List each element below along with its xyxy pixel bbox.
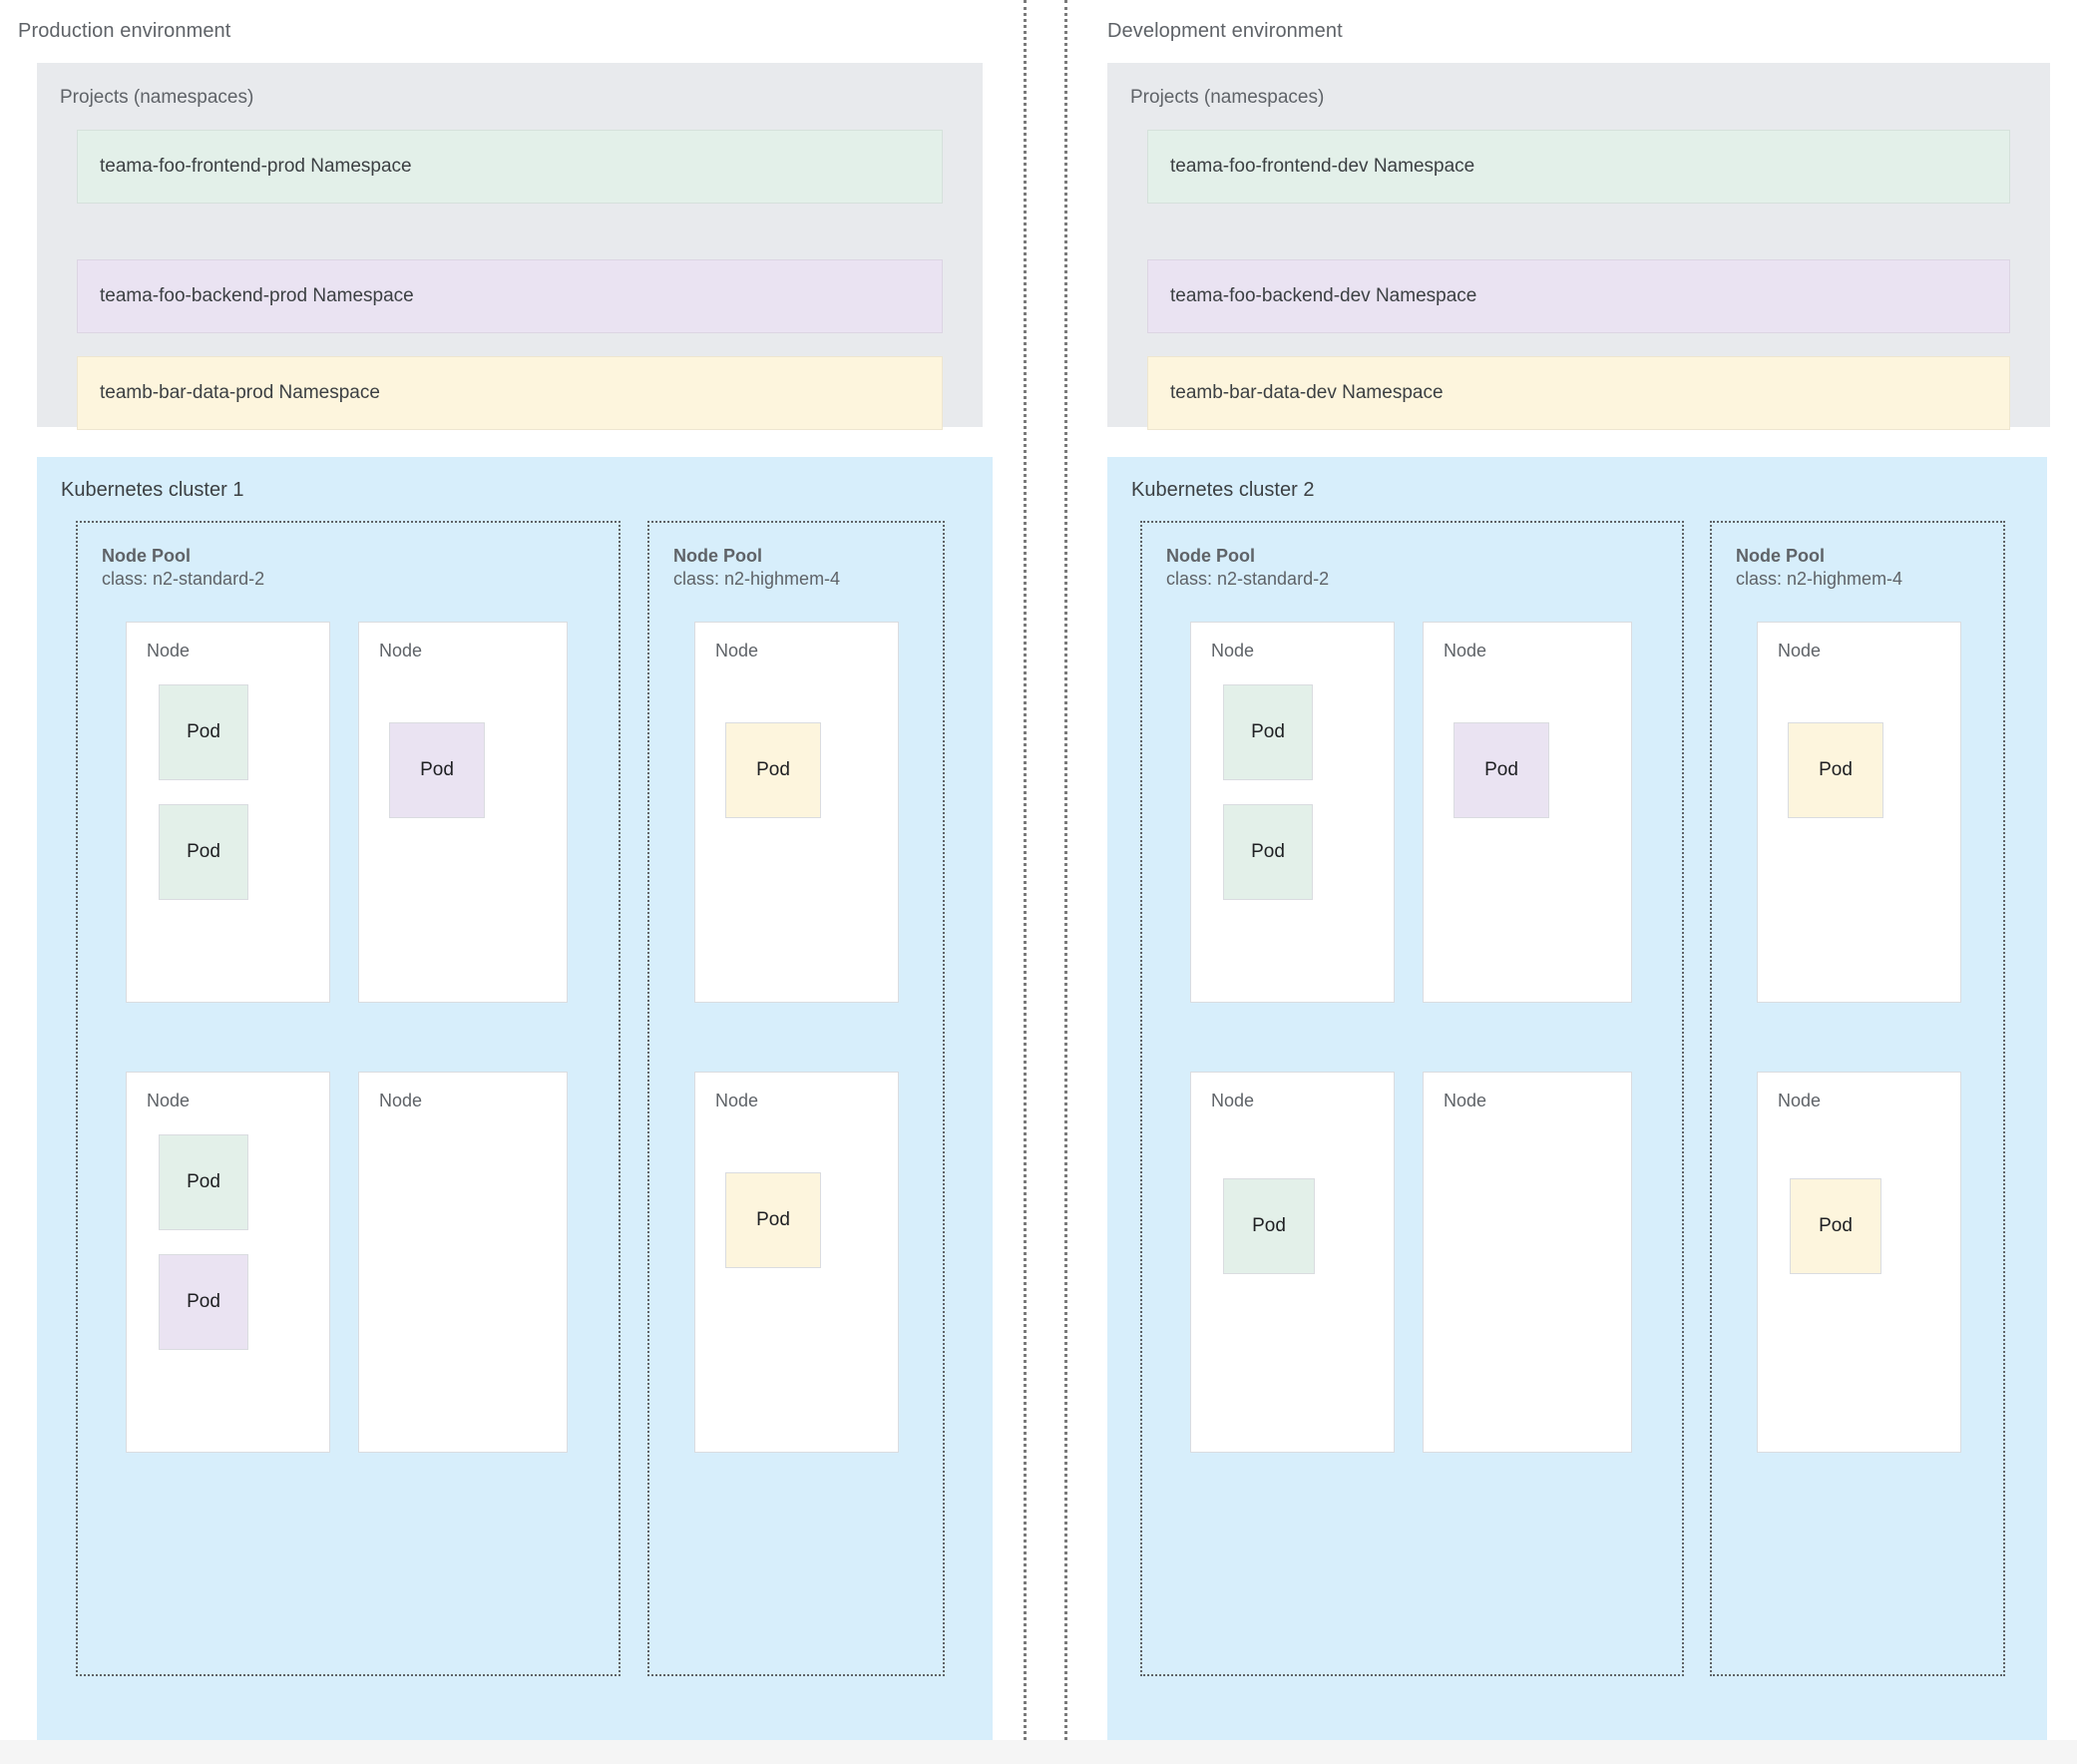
node[interactable]: Node Pod <box>1190 1072 1395 1453</box>
pod[interactable]: Pod <box>389 722 485 818</box>
node[interactable]: Node <box>1423 1072 1632 1453</box>
node[interactable]: Node Pod Pod <box>126 622 330 1003</box>
node-label: Node <box>147 641 191 661</box>
namespace-row[interactable]: teama-foo-backend-prod Namespace <box>77 259 943 333</box>
namespace-label: teamb-bar-data-dev Namespace <box>1170 382 1444 403</box>
projects-namespaces-panel: Projects (namespaces) teama-foo-frontend… <box>1107 63 2050 430</box>
kubernetes-cluster-panel: Kubernetes cluster 2 Node Pool class: n2… <box>1107 457 2047 1741</box>
node[interactable]: Node Pod <box>694 1072 899 1453</box>
pod[interactable]: Pod <box>159 1134 248 1230</box>
node-label: Node <box>715 1091 759 1110</box>
environment-divider-line <box>1024 0 1027 1764</box>
namespace-row[interactable]: teamb-bar-data-dev Namespace <box>1147 356 2010 430</box>
node-pool: Node Pool class: n2-standard-2 Node Pod … <box>76 521 621 1676</box>
node[interactable]: Node Pod Pod <box>126 1072 330 1453</box>
node-label: Node <box>379 1091 423 1110</box>
pod[interactable]: Pod <box>725 722 821 818</box>
projects-namespaces-panel: Projects (namespaces) teama-foo-frontend… <box>37 63 983 430</box>
pod[interactable]: Pod <box>725 1172 821 1268</box>
kubernetes-cluster-panel: Kubernetes cluster 1 Node Pool class: n2… <box>37 457 993 1741</box>
namespace-label: teamb-bar-data-prod Namespace <box>100 382 380 403</box>
node-pool-title: Node Pool <box>1166 546 1255 566</box>
node[interactable]: Node Pod <box>358 622 568 1003</box>
pod[interactable]: Pod <box>159 684 248 780</box>
node-pool-class: class: n2-highmem-4 <box>673 569 841 589</box>
node-label: Node <box>379 641 423 661</box>
namespace-row[interactable]: teama-foo-backend-dev Namespace <box>1147 259 2010 333</box>
pod[interactable]: Pod <box>159 1254 248 1350</box>
environment-divider-line <box>1064 0 1067 1764</box>
node-pool-class: class: n2-standard-2 <box>1166 569 1330 589</box>
node[interactable]: Node Pod <box>694 622 899 1003</box>
page-bottom-strip <box>0 1740 2077 1764</box>
namespace-label: teama-foo-frontend-dev Namespace <box>1170 156 1475 177</box>
projects-heading: Projects (namespaces) <box>1130 87 1325 108</box>
node-pool: Node Pool class: n2-highmem-4 Node Pod N… <box>647 521 945 1676</box>
node-label: Node <box>1444 641 1487 661</box>
namespace-row[interactable]: teamb-bar-data-prod Namespace <box>77 356 943 430</box>
node-label: Node <box>1778 1091 1822 1110</box>
node-label: Node <box>1444 1091 1487 1110</box>
pod[interactable]: Pod <box>1454 722 1549 818</box>
pod[interactable]: Pod <box>159 804 248 900</box>
pod[interactable]: Pod <box>1223 804 1313 900</box>
node-pool-class: class: n2-highmem-4 <box>1736 569 1903 589</box>
node-pool-class: class: n2-standard-2 <box>102 569 265 589</box>
node-pool-title: Node Pool <box>102 546 191 566</box>
node-label: Node <box>147 1091 191 1110</box>
pod[interactable]: Pod <box>1223 1178 1315 1274</box>
pod[interactable]: Pod <box>1788 722 1883 818</box>
node[interactable]: Node <box>358 1072 568 1453</box>
cluster-title: Kubernetes cluster 1 <box>61 479 244 501</box>
namespace-row[interactable]: teama-foo-frontend-prod Namespace <box>77 130 943 204</box>
node-label: Node <box>1211 1091 1255 1110</box>
node[interactable]: Node Pod <box>1423 622 1632 1003</box>
cluster-title: Kubernetes cluster 2 <box>1131 479 1315 501</box>
namespace-label: teama-foo-frontend-prod Namespace <box>100 156 412 177</box>
environment-title: Production environment <box>18 20 231 42</box>
node-label: Node <box>1778 641 1822 661</box>
namespace-label: teama-foo-backend-dev Namespace <box>1170 285 1477 306</box>
namespace-row[interactable]: teama-foo-frontend-dev Namespace <box>1147 130 2010 204</box>
pod[interactable]: Pod <box>1223 684 1313 780</box>
projects-heading: Projects (namespaces) <box>60 87 254 108</box>
node-label: Node <box>715 641 759 661</box>
node[interactable]: Node Pod <box>1757 1072 1961 1453</box>
node-pool-title: Node Pool <box>673 546 762 566</box>
environment-title: Development environment <box>1107 20 1343 42</box>
namespace-label: teama-foo-backend-prod Namespace <box>100 285 414 306</box>
node[interactable]: Node Pod <box>1757 622 1961 1003</box>
node[interactable]: Node Pod Pod <box>1190 622 1395 1003</box>
node-pool: Node Pool class: n2-standard-2 Node Pod … <box>1140 521 1684 1676</box>
node-pool-title: Node Pool <box>1736 546 1825 566</box>
node-label: Node <box>1211 641 1255 661</box>
pod[interactable]: Pod <box>1790 1178 1881 1274</box>
node-pool: Node Pool class: n2-highmem-4 Node Pod N… <box>1710 521 2005 1676</box>
